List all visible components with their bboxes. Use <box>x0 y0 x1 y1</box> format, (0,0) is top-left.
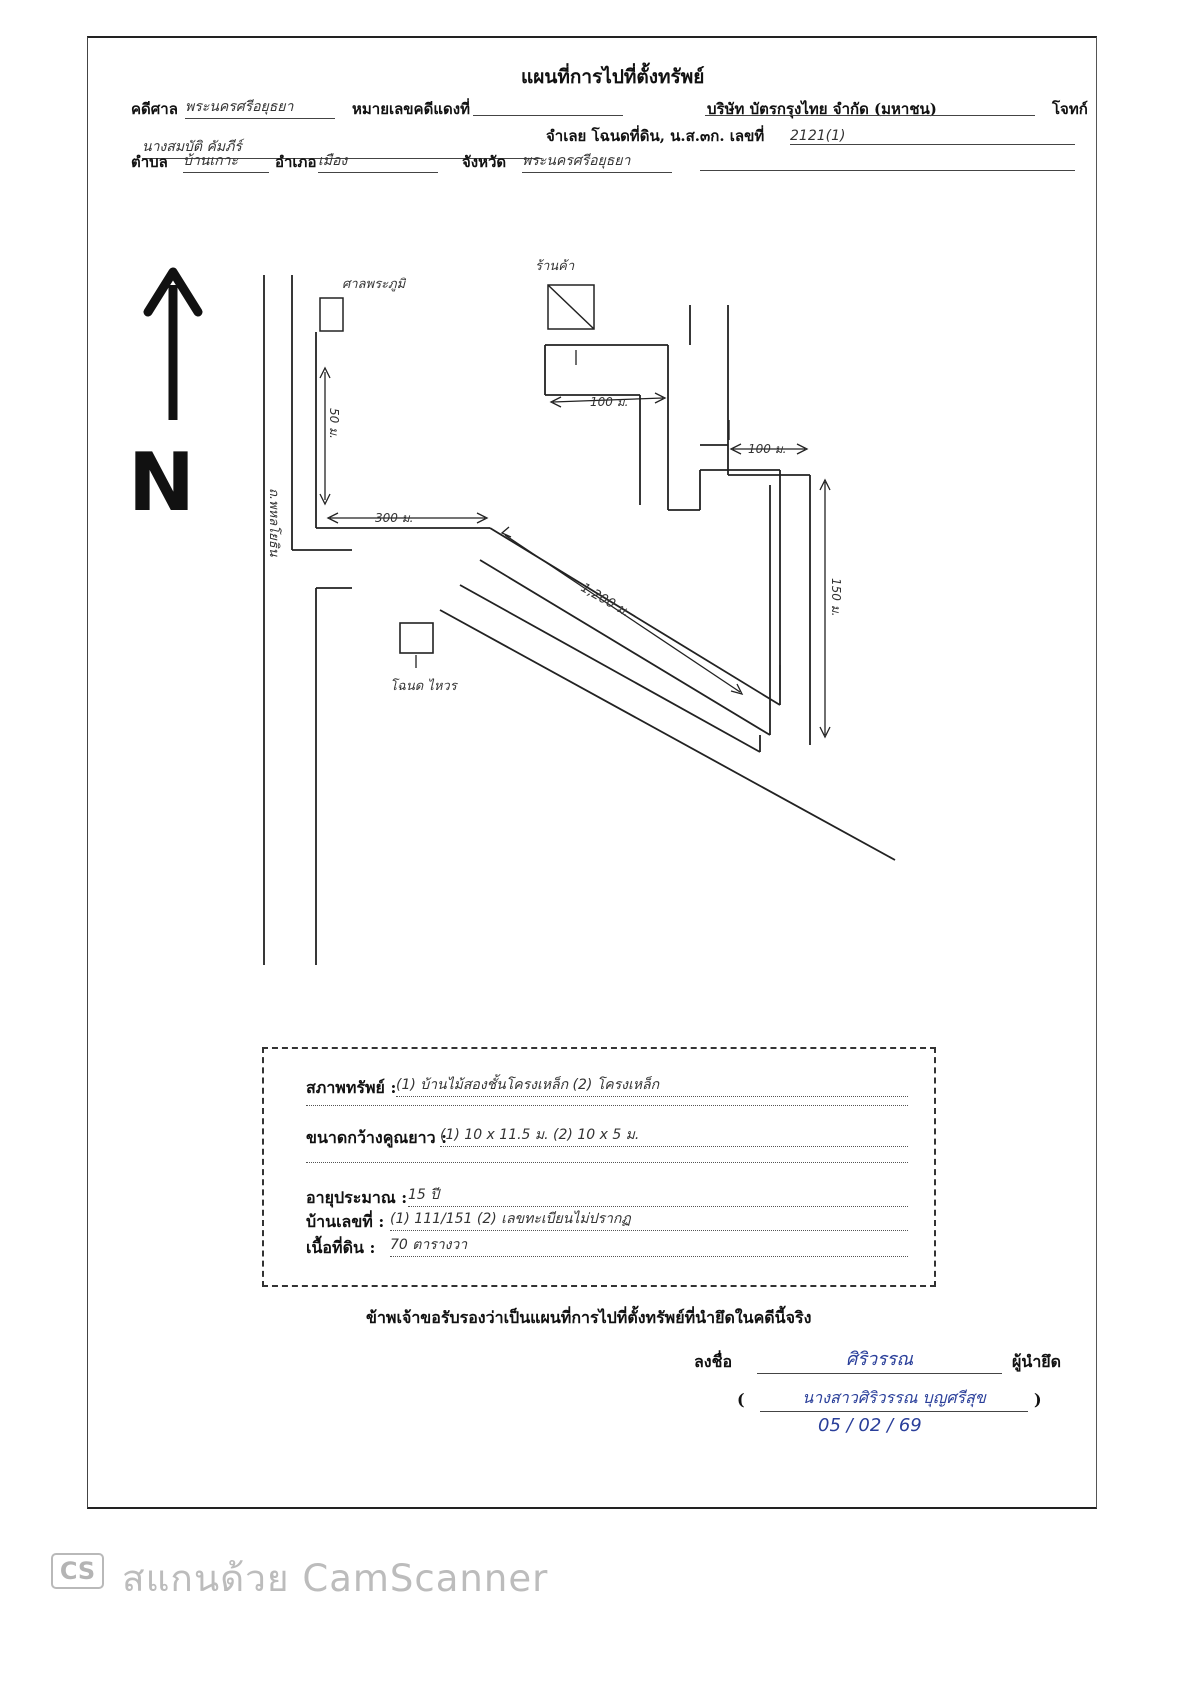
side-road <box>292 305 896 861</box>
certify-statement: ข้าพเจ้าขอรับรองว่าเป็นแผนที่การไปที่ตั้… <box>366 1308 812 1327</box>
dist-right-top: 100 ม. <box>748 442 786 456</box>
camscanner-watermark-text: สแกนด้วย CamScanner <box>122 1557 549 1600</box>
court-label: คดีศาล <box>131 100 178 118</box>
target-label: โฉนด ไหวร <box>390 678 459 694</box>
document-title: แผนที่การไปที่ตั้งทรัพย์ <box>521 66 705 88</box>
age-value: 15 ปี <box>408 1184 908 1207</box>
plaintiff-role: โจทก์ <box>1052 100 1088 118</box>
dist-diagonal: 1,200 ม. <box>578 580 632 620</box>
signature: ศิริวรรณ <box>757 1344 1002 1374</box>
age-label: อายุประมาณ : <box>306 1188 408 1207</box>
defendant-role: จำเลย โฉนดที่ดิน, น.ส.๓ก. เลขที่ <box>546 127 765 145</box>
main-road <box>263 275 317 965</box>
dist-top-horizontal: 100 ม. <box>590 395 628 409</box>
printed-name: นางสาวศิริวรรณ บุญศรีสุข <box>760 1386 1028 1412</box>
north-label: N <box>128 436 195 529</box>
province-label: จังหวัด <box>462 153 507 171</box>
size-label: ขนาดกว้างคูณยาว : <box>306 1128 448 1147</box>
size-value: (1) 10 x 11.5 ม. (2) 10 x 5 ม. <box>440 1124 908 1147</box>
sign-date: 05 / 02 / 69 <box>818 1415 922 1436</box>
court-value: พระนครศรีอยุธยา <box>185 96 335 119</box>
district-value: เมือง <box>318 150 438 173</box>
north-arrow-icon <box>143 267 203 420</box>
black-case-label: หมายเลขคดีแดงที่ <box>352 100 470 118</box>
province-line-extension <box>700 170 1075 171</box>
condition-label: สภาพทรัพย์ : <box>306 1078 397 1097</box>
shop-label: ร้านค้า <box>535 259 575 274</box>
condition-value: (1) บ้านไม้สองชั้นโครงเหล็ก (2) โครงเหล็… <box>396 1074 908 1097</box>
subdistrict-value: บ้านเกาะ <box>183 150 269 173</box>
shrine-label: ศาลพระภูมิ <box>342 277 407 292</box>
sign-label: ลงชื่อ <box>694 1352 733 1371</box>
area-value: 70 ตารางวา <box>390 1234 908 1257</box>
dist-middle: 300 ม. <box>375 511 413 525</box>
dist-right-vertical: 150 ม. <box>829 578 843 616</box>
area-label: เนื้อที่ดิน : <box>306 1238 376 1257</box>
printed-name-open-paren: ( <box>737 1390 745 1409</box>
sign-role: ผู้นำยึด <box>1012 1352 1062 1371</box>
dist-left-vertical: 50 ม. <box>327 408 341 439</box>
size-line-2 <box>306 1162 908 1163</box>
dimension-arrows <box>319 350 831 739</box>
house-no-label: บ้านเลขที่ : <box>306 1212 385 1231</box>
property-info-box <box>262 1047 936 1287</box>
condition-line-2 <box>306 1105 908 1106</box>
printed-name-close-paren: ) <box>1034 1390 1042 1409</box>
defendant-value: นางสมบัติ คัมภีร์ <box>142 136 542 159</box>
shop-marker <box>547 284 595 330</box>
camscanner-logo-icon: CS <box>51 1553 104 1589</box>
house-no-value: (1) 111/151 (2) เลขทะเบียนไม่ปรากฏ <box>390 1208 908 1231</box>
main-road-label: ถ.พหลโยธิน <box>266 488 282 558</box>
subdistrict-label: ตำบล <box>131 153 168 171</box>
document-border <box>87 36 1097 1509</box>
plaintiff-line <box>705 115 1035 116</box>
target-property-marker <box>399 622 434 654</box>
black-case-blank <box>473 115 623 116</box>
deed-number: 2121(1) <box>790 128 1075 145</box>
shrine-marker <box>319 297 344 332</box>
plaintiff-name: บริษัท บัตรกรุงไทย จำกัด (มหาชน) <box>707 100 937 118</box>
province-value: พระนครศรีอยุธยา <box>522 150 672 173</box>
district-label: อำเภอ <box>275 153 317 171</box>
